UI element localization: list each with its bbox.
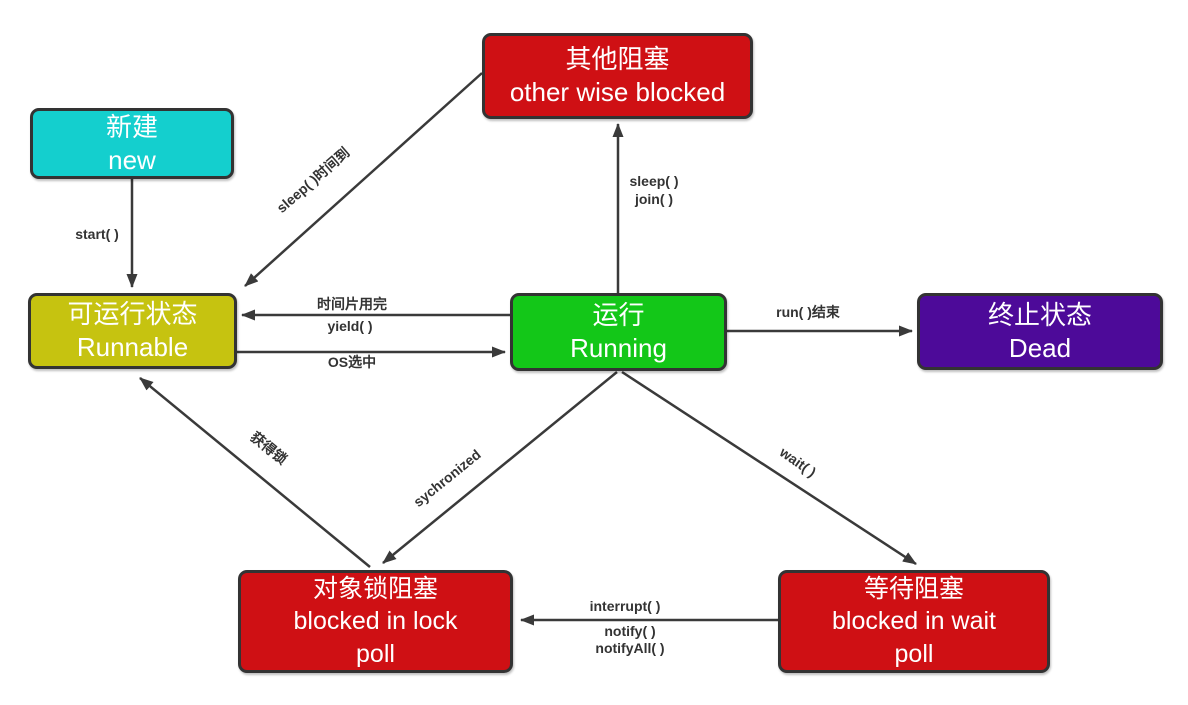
node-lock-blocked: 对象锁阻塞 blocked in lock poll bbox=[238, 570, 513, 673]
node-running: 运行 Running bbox=[510, 293, 727, 371]
node-dead-label-zh: 终止状态 bbox=[987, 299, 1092, 330]
edge-sleep-timeout-arrow bbox=[244, 72, 483, 287]
node-lock-blocked-label-zh: 对象锁阻塞 bbox=[312, 574, 438, 603]
node-other-blocked: 其他阻塞 other wise blocked bbox=[482, 33, 753, 119]
edge-label-start: start( ) bbox=[75, 226, 119, 242]
node-running-label-en: Running bbox=[570, 333, 667, 363]
node-wait-blocked: 等待阻塞 blocked in wait poll bbox=[778, 570, 1050, 673]
node-other-blocked-label-en: other wise blocked bbox=[509, 77, 726, 107]
edge-label-notify: notify( ) bbox=[604, 623, 656, 639]
node-wait-blocked-label-zh: 等待阻塞 bbox=[863, 574, 964, 603]
node-runnable: 可运行状态 Runnable bbox=[28, 293, 237, 369]
node-wait-blocked-label-extra: poll bbox=[894, 639, 934, 668]
edge-label-sleep-join: sleep( ) join( ) bbox=[629, 172, 678, 208]
node-runnable-label-zh: 可运行状态 bbox=[67, 299, 198, 330]
edge-label-os-selected: OS选中 bbox=[327, 354, 377, 370]
node-lock-blocked-label-extra: poll bbox=[356, 639, 395, 668]
node-runnable-label-en: Runnable bbox=[76, 332, 189, 362]
edge-label-run-end: run( )结束 bbox=[776, 304, 840, 320]
node-other-blocked-label-zh: 其他阻塞 bbox=[565, 44, 670, 75]
node-new: 新建 new bbox=[30, 108, 234, 179]
node-dead-label-en: Dead bbox=[1008, 332, 1072, 363]
edge-label-yield: yield( ) bbox=[327, 318, 373, 334]
node-new-label-en: new bbox=[108, 144, 156, 175]
node-lock-blocked-label-en: blocked in lock bbox=[293, 607, 458, 636]
edge-label-join: join( ) bbox=[634, 191, 674, 207]
node-new-label-zh: 新建 bbox=[105, 111, 158, 142]
edge-label-sleep: sleep( ) bbox=[629, 173, 679, 189]
edge-label-timeslice-used: 时间片用完 bbox=[317, 296, 387, 312]
node-wait-blocked-label-en: blocked in wait bbox=[832, 607, 996, 636]
edge-wait-arrow bbox=[621, 370, 917, 566]
edge-acquire-lock-arrow bbox=[139, 377, 371, 568]
edge-sychronized-arrow bbox=[382, 371, 618, 564]
edge-label-notify-all: notifyAll( ) bbox=[595, 640, 665, 656]
node-running-label-zh: 运行 bbox=[592, 300, 645, 331]
edge-label-interrupt: interrupt( ) bbox=[589, 598, 661, 614]
node-dead: 终止状态 Dead bbox=[917, 293, 1163, 370]
